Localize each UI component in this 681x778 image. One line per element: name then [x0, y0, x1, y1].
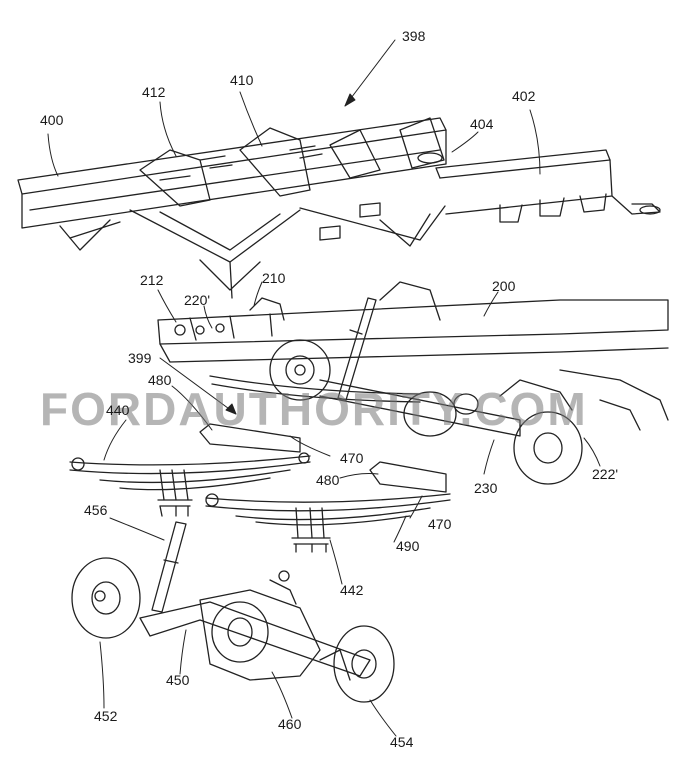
- label-440: 440: [106, 402, 129, 418]
- label-400: 400: [40, 112, 63, 128]
- upper-frame-assembly: [18, 118, 660, 298]
- label-452: 452: [94, 708, 117, 724]
- label-470-upper: 470: [340, 450, 363, 466]
- exploded-axle-assembly: [72, 522, 394, 702]
- label-200: 200: [492, 278, 515, 294]
- label-404: 404: [470, 116, 493, 132]
- label-442: 442: [340, 582, 363, 598]
- label-212: 212: [140, 272, 163, 288]
- label-454: 454: [390, 734, 413, 750]
- label-410: 410: [230, 72, 253, 88]
- label-220-prime: 220': [184, 292, 210, 308]
- label-480-upper: 480: [148, 372, 171, 388]
- label-470-lower: 470: [428, 516, 451, 532]
- label-480-lower: 480: [316, 472, 339, 488]
- label-402: 402: [512, 88, 535, 104]
- label-450: 450: [166, 672, 189, 688]
- label-412: 412: [142, 84, 165, 100]
- label-460: 460: [278, 716, 301, 732]
- label-456: 456: [84, 502, 107, 518]
- label-210: 210: [262, 270, 285, 286]
- label-398: 398: [402, 28, 425, 44]
- label-490: 490: [396, 538, 419, 554]
- label-399: 399: [128, 350, 151, 366]
- label-230: 230: [474, 480, 497, 496]
- label-222-prime: 222': [592, 466, 618, 482]
